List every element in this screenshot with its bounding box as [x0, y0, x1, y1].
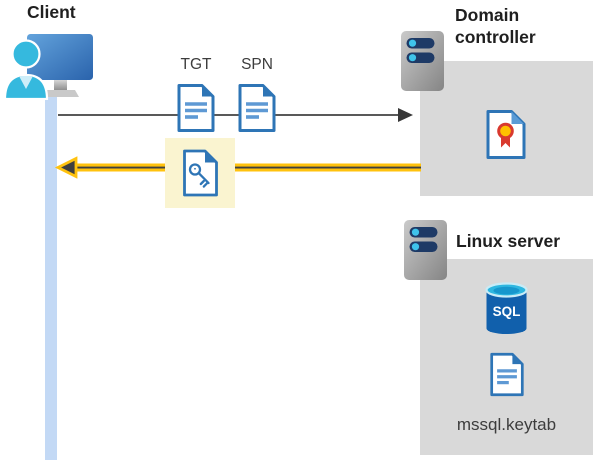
tgt-document-icon — [177, 84, 215, 132]
linux-server-icon — [404, 220, 447, 280]
spn-document-icon — [238, 84, 276, 132]
client-title: Client — [27, 2, 76, 22]
service-ticket-key-document-icon — [183, 149, 218, 197]
spn-label: SPN — [241, 56, 273, 73]
client-lifeline — [45, 90, 57, 460]
keytab-document-icon — [490, 352, 524, 397]
tgt-label: TGT — [180, 56, 212, 73]
domain-controller-server-icon — [401, 31, 444, 91]
keytab-file-label: mssql.keytab — [456, 415, 557, 434]
linux-server-title: Linux server — [456, 231, 561, 251]
sql-database-icon: SQL — [485, 282, 528, 334]
reply-arrow-icon — [54, 156, 421, 179]
monitor-icon — [27, 34, 93, 97]
request-arrowhead-icon — [398, 108, 413, 122]
domain-controller-title: Domain controller — [455, 5, 536, 47]
key-icon — [188, 163, 210, 188]
request-arrow-line — [58, 114, 399, 116]
sql-text: SQL — [493, 304, 521, 319]
certificate-icon — [486, 110, 526, 159]
person-icon — [3, 39, 49, 100]
user-at-computer-icon — [3, 34, 93, 100]
